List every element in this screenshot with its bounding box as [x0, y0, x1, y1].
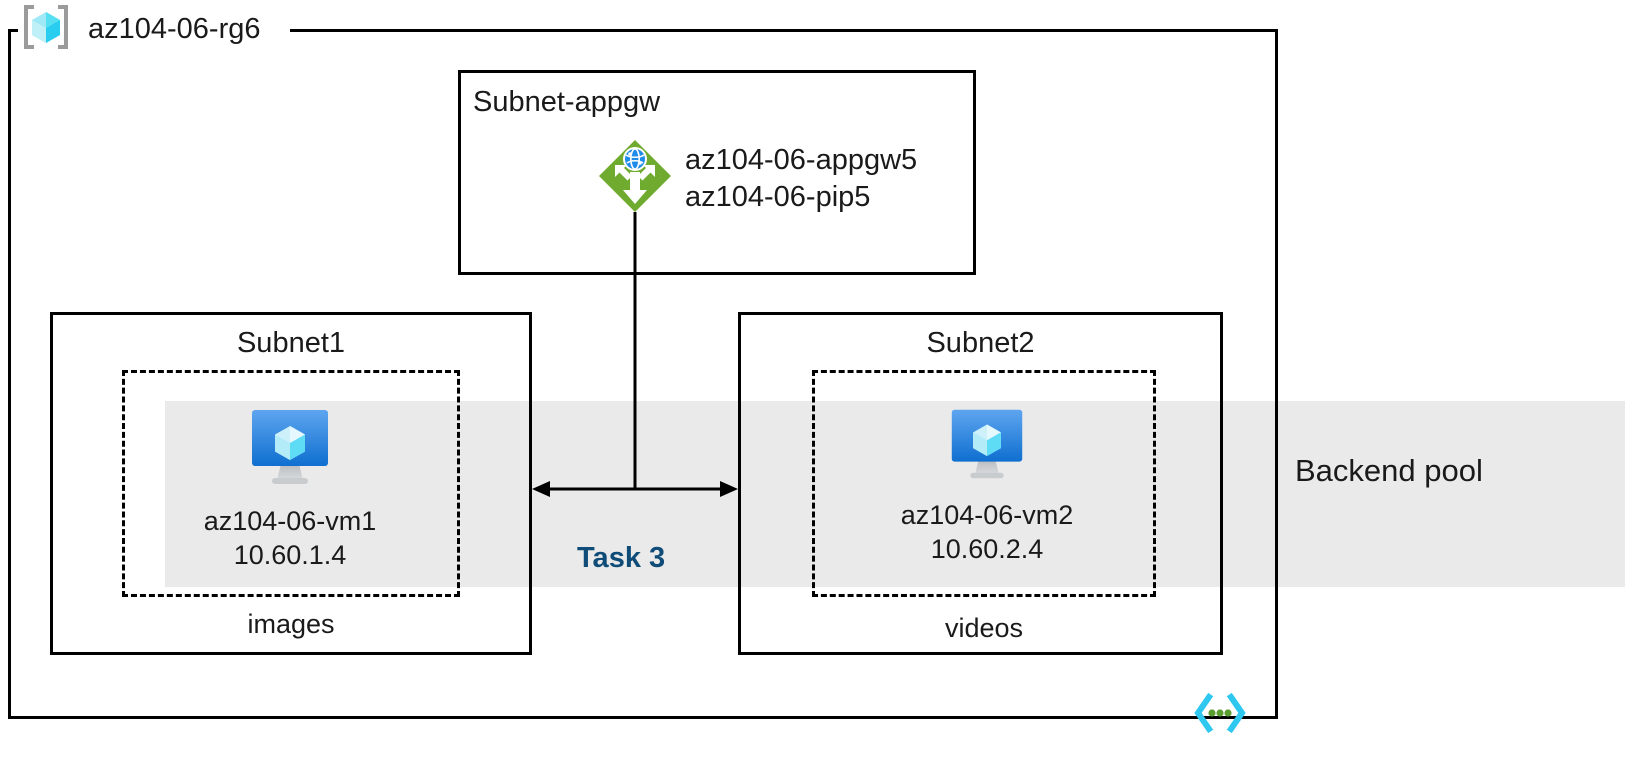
vm1-name: az104-06-vm1: [203, 506, 377, 536]
subnet1-backend-dashed-box: [122, 370, 460, 597]
subnet-appgw-title: Subnet-appgw: [473, 86, 661, 118]
resource-group-title: az104-06-rg6: [88, 13, 261, 45]
vm1-group: az104-06-vm1 10.60.1.4: [165, 406, 415, 572]
application-gateway-group: az104-06-appgw5 az104-06-pip5: [597, 138, 917, 216]
vm2-ip: 10.60.2.4: [930, 534, 1044, 564]
subnet1-title: Subnet1: [236, 327, 346, 359]
vm1-ip: 10.60.1.4: [233, 540, 347, 570]
subnet2-backend-dashed-box: [812, 370, 1156, 597]
vm2-name: az104-06-vm2: [900, 500, 1074, 530]
subnet-appgw-box: [458, 70, 976, 275]
subnet2-box: [738, 312, 1223, 655]
subnet1-box: [50, 312, 532, 655]
resource-group-box: [8, 29, 1278, 719]
task-label: Task 3: [577, 542, 666, 574]
application-gateway-icon: [597, 138, 673, 214]
subnet1-container-label: images: [247, 609, 335, 639]
virtual-machine-icon: [862, 406, 1112, 482]
subnet2-title: Subnet2: [926, 327, 1035, 359]
public-ip-resource-name: az104-06-pip5: [685, 181, 871, 213]
resource-group-title-mask: [18, 14, 290, 48]
vm2-group: az104-06-vm2 10.60.2.4: [862, 406, 1112, 566]
virtual-machine-icon: [165, 406, 415, 488]
resource-group-icon: [21, 4, 71, 50]
backend-pool-label: Backend pool: [1295, 453, 1483, 488]
application-gateway-names: az104-06-appgw5 az104-06-pip5: [685, 138, 917, 216]
appgw-resource-name: az104-06-appgw5: [685, 144, 918, 176]
backend-pool-band: [165, 401, 1625, 587]
code-brackets-icon: [1193, 692, 1247, 734]
subnet2-container-label: videos: [944, 613, 1024, 643]
